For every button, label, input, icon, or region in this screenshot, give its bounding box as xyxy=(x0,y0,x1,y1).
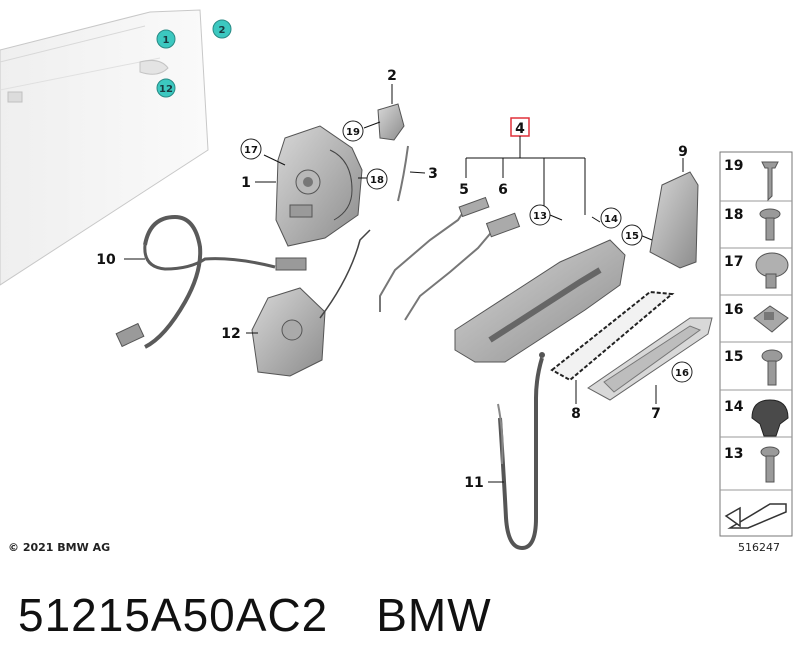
callout-8[interactable]: 8 xyxy=(571,406,581,422)
callout-10[interactable]: 10 xyxy=(96,252,116,268)
svg-text:18: 18 xyxy=(370,175,384,186)
trim-part-7 xyxy=(587,317,713,401)
handle-carrier-part xyxy=(454,239,626,363)
callout-17[interactable]: 17 xyxy=(240,138,262,160)
callout-13[interactable]: 13 xyxy=(529,204,551,226)
callout-14[interactable]: 14 xyxy=(600,207,622,229)
fastener-row-15[interactable]: 15 xyxy=(724,349,783,386)
bracket-part-9 xyxy=(649,171,699,269)
sensor-strip-part-6 xyxy=(404,212,521,321)
screw-15-icon xyxy=(761,349,783,363)
brand-name: BMW xyxy=(376,589,492,641)
sensor-strip-part-5 xyxy=(379,196,490,312)
door-panel xyxy=(0,9,209,286)
svg-text:17: 17 xyxy=(724,254,743,270)
cable-part-11 xyxy=(497,352,545,551)
cable-part-10 xyxy=(115,214,307,349)
fastener-table xyxy=(719,151,793,537)
fastener-row-17[interactable]: 17 xyxy=(724,252,789,289)
footer-caption: 51215A50AC2 BMW xyxy=(18,588,492,642)
actuator-part-12 xyxy=(251,229,371,377)
callout-7[interactable]: 7 xyxy=(651,406,661,422)
plug-14-icon xyxy=(751,399,789,437)
callout-3[interactable]: 3 xyxy=(428,166,438,182)
door-tag-2[interactable]: 2 xyxy=(212,19,232,39)
svg-text:1: 1 xyxy=(163,35,170,46)
part-number: 51215A50AC2 xyxy=(18,589,329,641)
callout-19[interactable]: 19 xyxy=(342,120,364,142)
svg-text:12: 12 xyxy=(159,84,173,95)
svg-text:18: 18 xyxy=(724,207,743,223)
fastener-row-arrow xyxy=(724,503,787,529)
screw-19-icon xyxy=(761,161,779,202)
svg-text:15: 15 xyxy=(625,231,639,242)
svg-text:4: 4 xyxy=(515,121,525,137)
fastener-row-14[interactable]: 14 xyxy=(724,399,789,437)
seal-part-8 xyxy=(550,290,675,382)
svg-text:15: 15 xyxy=(724,349,743,365)
copyright-text: © 2021 BMW AG xyxy=(8,541,111,554)
callout-6[interactable]: 6 xyxy=(498,182,508,198)
highlighted-callout-4[interactable]: 4 xyxy=(510,117,530,137)
callout-15[interactable]: 15 xyxy=(621,224,643,246)
callout-11[interactable]: 11 xyxy=(464,475,483,491)
rod-part xyxy=(397,145,409,202)
latch-bracket-part xyxy=(377,103,405,141)
callout-4-bracket xyxy=(465,136,586,215)
svg-text:2: 2 xyxy=(219,25,226,36)
callout-16[interactable]: 16 xyxy=(671,361,693,383)
callout-9[interactable]: 9 xyxy=(678,144,688,160)
svg-text:19: 19 xyxy=(346,127,360,138)
svg-text:16: 16 xyxy=(724,302,743,318)
fastener-row-16[interactable]: 16 xyxy=(724,302,789,333)
callout-18[interactable]: 18 xyxy=(366,168,388,190)
fastener-row-13[interactable]: 13 xyxy=(724,446,780,483)
fastener-row-18[interactable]: 18 xyxy=(724,207,781,241)
fastener-row-19[interactable]: 19 xyxy=(724,158,779,202)
door-tag-1[interactable]: 1 xyxy=(156,29,176,49)
svg-text:13: 13 xyxy=(533,211,547,222)
diagram-number: 516247 xyxy=(738,541,780,554)
svg-text:17: 17 xyxy=(244,145,258,156)
callout-12[interactable]: 12 xyxy=(221,326,240,342)
callout-1[interactable]: 1 xyxy=(241,175,251,191)
svg-text:13: 13 xyxy=(724,446,743,462)
door-tag-12[interactable]: 12 xyxy=(156,78,176,98)
svg-text:19: 19 xyxy=(724,158,743,174)
lock-module-part xyxy=(275,125,363,247)
continuation-arrow-icon xyxy=(727,503,787,529)
callout-2[interactable]: 2 xyxy=(387,68,397,84)
screw-17-icon xyxy=(755,252,789,278)
svg-text:16: 16 xyxy=(675,368,689,379)
svg-text:14: 14 xyxy=(724,399,744,415)
svg-text:14: 14 xyxy=(604,214,618,225)
callout-5[interactable]: 5 xyxy=(459,182,469,198)
